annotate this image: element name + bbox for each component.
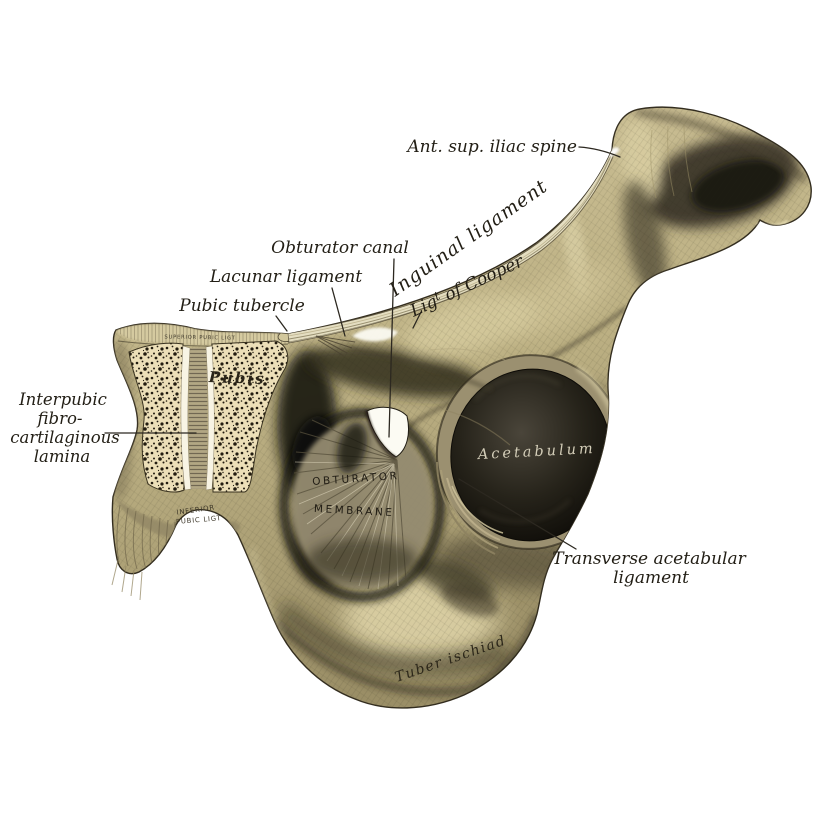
leader-obturator-canal — [388, 258, 395, 438]
acetabulum — [435, 354, 625, 555]
leader-lacunar — [331, 287, 346, 337]
leader-pubic-tubercle — [275, 315, 288, 332]
leader-lines — [104, 146, 621, 550]
label-lacunar-ligament: Lacunar ligament — [209, 267, 363, 287]
pubis-section-right — [211, 340, 289, 493]
interpubic-disc — [188, 347, 208, 489]
interpubic-line-4: lamina — [34, 447, 91, 466]
pubic-symphysis — [116, 323, 299, 493]
leader-cooper — [412, 311, 422, 329]
inguinal-ligament-band — [287, 146, 620, 392]
label-obturator-membrane-2: MEMBRANE — [314, 503, 395, 519]
lacunar-ligament-fibers — [315, 335, 356, 357]
obturator-canal-opening — [336, 406, 410, 474]
superior-pubic-ligament — [116, 323, 289, 346]
label-obturator-canal: Obturator canal — [271, 238, 409, 258]
label-transverse-acetabular-2: ligament — [613, 568, 689, 588]
label-acetabulum: Acetabulum — [475, 441, 596, 463]
pectineal-ligament-line — [349, 347, 493, 392]
fiber-strand-tips — [111, 559, 143, 601]
label-inferior-pubic-ligament-2: PUBIC LIGT — [176, 514, 222, 526]
label-pubic-tubercle: Pubic tubercle — [178, 296, 305, 316]
iliac-wing-striations — [650, 123, 693, 199]
label-interpubic-lamina: Interpubic fibro- cartilaginous lamina — [10, 390, 119, 466]
label-transverse-acetabular-1: Transverse acetabular — [552, 549, 746, 569]
cooper-superscript: t — [432, 289, 442, 304]
label-pubis: Pubis — [207, 368, 265, 388]
leader-asis — [578, 146, 621, 158]
interpubic-line-3: cartilaginous — [10, 428, 119, 447]
label-ant-sup-iliac-spine: Ant. sup. iliac spine — [405, 137, 577, 157]
interpubic-line-2: fibro- — [36, 409, 83, 428]
interpubic-line-1: Interpubic — [18, 390, 107, 409]
pubis-section-left — [128, 342, 185, 493]
obturator-membrane — [292, 419, 432, 590]
label-superior-pubic-ligament: SUPERIOR PUBIC LIGT — [164, 334, 235, 341]
leader-transverse — [458, 478, 577, 550]
